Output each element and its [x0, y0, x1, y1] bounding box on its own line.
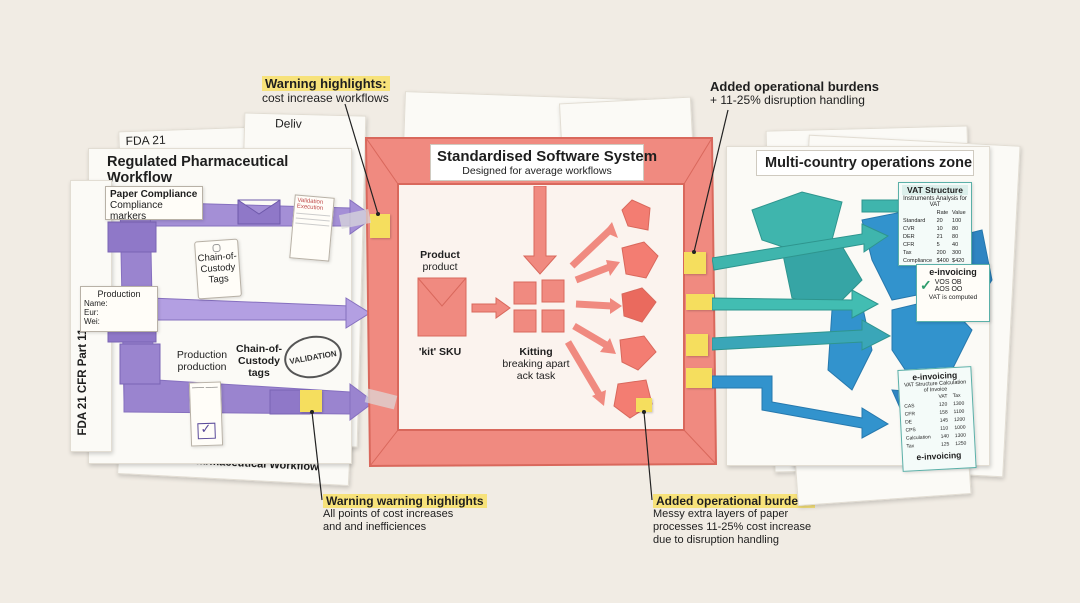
center-subtitle-text: Designed for average workflows — [462, 165, 612, 177]
map-arrow-2 — [712, 289, 880, 319]
production-card-field-1: Name: — [84, 299, 108, 308]
paper-compliance-card: Paper Compliance Compliance markers — [105, 186, 203, 222]
sticky-note-2 — [300, 390, 322, 412]
purple-block-3 — [119, 343, 161, 385]
product-title: Product — [420, 249, 460, 261]
production-label: Production production — [172, 349, 232, 373]
product-arrow — [471, 297, 511, 319]
callout-bottom-right-sub1: Messy extra layers of paper — [653, 508, 789, 520]
einv1-line1: VOS OB — [934, 278, 962, 286]
checkmark-icon: ✓ — [920, 277, 932, 293]
cube-2 — [621, 241, 659, 279]
purple-envelope — [237, 199, 281, 225]
einv1-line2: AOS OO — [934, 285, 963, 293]
paper-compliance-sub: Compliance markers — [110, 200, 163, 222]
kit-square-1 — [513, 281, 537, 305]
center-flow — [417, 186, 659, 419]
kit-square-3 — [513, 309, 537, 333]
center-panel-title: Standardised Software System Designed fo… — [430, 144, 658, 181]
sticky-note-5 — [686, 294, 714, 310]
down-arrow — [522, 186, 558, 275]
leader-bottom-right — [643, 411, 653, 501]
product-sub: product — [422, 261, 458, 273]
callout-top-left-sub: cost increase workflows — [262, 91, 389, 105]
left-panel-title: Regulated Pharmaceutical Workflow — [107, 154, 289, 186]
sticky-note-4 — [684, 252, 706, 274]
callout-bottom-right: Added operational burdens Messy extra la… — [653, 494, 853, 547]
right-panel-title: Multi-country operations zone — [756, 150, 974, 176]
leader-top-right — [693, 109, 729, 253]
callout-top-right-sub: + 11-25% disruption handling — [710, 93, 865, 107]
map-arrow-3 — [712, 319, 892, 351]
sticky-note-3 — [636, 398, 652, 412]
production-label-2: production — [177, 361, 227, 373]
kitting-title: Kitting — [519, 346, 553, 358]
callout-top-left: Warning highlights: cost increase workfl… — [262, 76, 442, 105]
center-title-text: Standardised Software System — [437, 148, 658, 165]
vat-structure-card: VAT Structure Instruments Analysis for V… — [898, 182, 972, 266]
paper-compliance-title: Paper Compliance — [110, 189, 198, 200]
table-row: Compliance$400$420 — [903, 258, 965, 264]
fan-arrow-3 — [575, 300, 613, 310]
purple-arrow-middle — [345, 297, 371, 329]
callout-top-left-title: Warning highlights: — [262, 76, 442, 91]
production-card-title: Production — [97, 289, 141, 299]
coc-bottom-label: Chain-of-Custody tags — [235, 343, 283, 379]
cube-4 — [619, 335, 657, 371]
fan-arrow-4 — [572, 322, 610, 350]
callout-bottom-right-title: Added operational burdens — [653, 494, 853, 508]
product-label: Product product — [410, 249, 470, 273]
callout-bottom-left: Warning warning highlights All points of… — [323, 494, 513, 534]
sticky-note-7 — [686, 368, 712, 388]
production-card: Production Name: Eur: Wei: — [80, 286, 158, 332]
world-map-flow — [712, 189, 993, 439]
production-label-1: Production — [176, 349, 228, 361]
kit-sku-label: 'kit' SKU — [418, 346, 462, 358]
einv1-note: VAT is computed — [928, 294, 978, 301]
sticky-note-6 — [686, 334, 708, 356]
cube-3 — [621, 287, 657, 323]
kit-square-2 — [541, 279, 565, 303]
cube-1 — [621, 199, 651, 231]
fan-arrow-1 — [569, 227, 613, 269]
einv1-title: e-invoicing — [929, 267, 977, 277]
sticky-note-1 — [370, 214, 390, 238]
kit-square-4 — [541, 309, 565, 333]
leader-top-left — [344, 103, 379, 215]
vat-sub: Instruments Analysis for VAT — [903, 196, 967, 208]
kitting-sub-1: breaking apart — [502, 358, 570, 370]
callout-bottom-right-sub2: processes 11-25% cost increase — [653, 521, 812, 533]
vat-title: VAT Structure — [902, 185, 968, 195]
production-card-field-3: Wei: — [84, 317, 100, 326]
leader-bottom-left — [311, 411, 323, 501]
purple-arrow-bottom — [349, 383, 375, 421]
einvoicing-card-1: e-invoicing ✓ VOS OB AOS OO VAT is compu… — [916, 264, 990, 322]
fan-arrow-2 — [574, 262, 614, 284]
callout-top-right: Added operational burdens + 11-25% disru… — [710, 79, 910, 107]
production-card-field-2: Eur: — [84, 308, 99, 317]
purple-block-1 — [107, 221, 157, 253]
kitting-label: Kitting breaking apart ack task — [496, 346, 576, 382]
callout-bottom-right-sub3: due to disruption handling — [653, 534, 779, 546]
map-arrow-1 — [712, 223, 890, 271]
fan-arrow-5 — [564, 340, 604, 398]
kitting-sub-2: ack task — [516, 370, 556, 382]
callout-bottom-left-sub1: All points of cost increases — [323, 508, 454, 520]
callout-top-right-title: Added operational burdens — [710, 79, 880, 94]
map-arrow-4 — [712, 375, 890, 439]
callout-bottom-left-sub2: and and inefficiences — [323, 521, 427, 533]
callout-bottom-left-title: Warning warning highlights — [323, 494, 513, 508]
